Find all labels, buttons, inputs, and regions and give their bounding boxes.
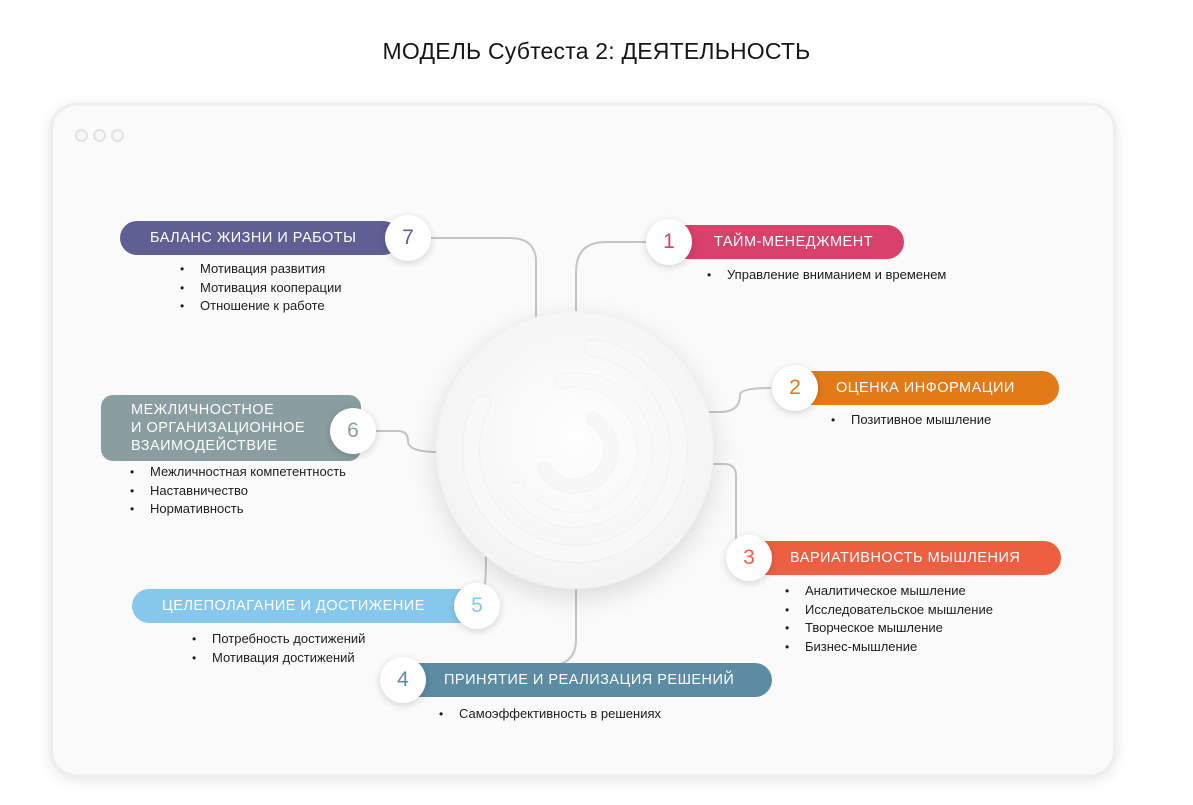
- list-item: Наставничество: [126, 482, 346, 501]
- block-time-management-list: Управление вниманием и временем: [703, 266, 946, 285]
- list-item: Отношение к работе: [176, 297, 341, 316]
- window-controls: [75, 129, 124, 142]
- block-number-badge: 1: [646, 219, 692, 265]
- block-number: 6: [347, 419, 359, 442]
- block-decisions-list: Самоэффективность в решениях: [435, 705, 661, 724]
- block-goal-setting-label: ЦЕЛЕПОЛАГАНИЕ И ДОСТИЖЕНИЕ: [132, 589, 480, 623]
- list-item: Нормативность: [126, 500, 346, 519]
- window-dot-icon: [93, 129, 106, 142]
- block-number-badge: 4: [380, 657, 426, 703]
- block-number: 7: [402, 226, 414, 249]
- block-label-text: ВАРИАТИВНОСТЬ МЫШЛЕНИЯ: [790, 550, 1021, 566]
- block-label-text: БАЛАНС ЖИЗНИ И РАБОТЫ: [150, 230, 357, 246]
- list-item: Позитивное мышление: [827, 411, 991, 430]
- label-line: МЕЖЛИЧНОСТНОЕ: [131, 402, 275, 418]
- list-item: Межличностная компетентность: [126, 463, 346, 482]
- list-item: Творческое мышление: [781, 619, 993, 638]
- block-decisions-label: ПРИНЯТИЕ И РЕАЛИЗАЦИЯ РЕШЕНИЙ: [402, 663, 772, 697]
- connector-line-7: [429, 237, 537, 319]
- window-dot-icon: [111, 129, 124, 142]
- block-label-text: ЦЕЛЕПОЛАГАНИЕ И ДОСТИЖЕНИЕ: [162, 598, 425, 614]
- window-dot-icon: [75, 129, 88, 142]
- block-number-badge: 6: [330, 408, 376, 454]
- block-variability-list: Аналитическое мышление Исследовательское…: [781, 582, 993, 656]
- block-number-badge: 7: [385, 215, 431, 261]
- label-line: И ОРГАНИЗАЦИОННОЕ: [131, 420, 306, 436]
- list-item: Мотивация достижений: [188, 649, 365, 668]
- central-logo: [436, 311, 714, 589]
- block-label-text: ТАЙМ-МЕНЕДЖМЕНТ: [714, 234, 874, 250]
- block-number-badge: 5: [454, 583, 500, 629]
- list-item: Мотивация кооперации: [176, 279, 341, 298]
- list-item: Аналитическое мышление: [781, 582, 993, 601]
- block-variability-label: ВАРИАТИВНОСТЬ МЫШЛЕНИЯ: [748, 541, 1061, 575]
- block-number: 4: [397, 668, 409, 691]
- block-number: 5: [471, 594, 483, 617]
- block-number: 1: [663, 230, 675, 253]
- page-title: МОДЕЛЬ Субтеста 2: ДЕЯТЕЛЬНОСТЬ: [382, 38, 811, 64]
- block-number-badge: 3: [726, 535, 772, 581]
- block-balance-label: БАЛАНС ЖИЗНИ И РАБОТЫ: [120, 221, 400, 255]
- spiral-logo-icon: [463, 338, 687, 562]
- block-label-text: ПРИНЯТИЕ И РЕАЛИЗАЦИЯ РЕШЕНИЙ: [444, 672, 735, 688]
- connector-line-6: [375, 430, 439, 453]
- block-number: 3: [743, 546, 755, 569]
- block-label-text: ОЦЕНКА ИНФОРМАЦИИ: [836, 380, 1015, 396]
- block-number: 2: [789, 376, 801, 399]
- list-item: Управление вниманием и временем: [703, 266, 946, 285]
- block-information-list: Позитивное мышление: [827, 411, 991, 430]
- block-information-label: ОЦЕНКА ИНФОРМАЦИИ: [796, 371, 1059, 405]
- block-balance-list: Мотивация развития Мотивация кооперации …: [176, 260, 341, 316]
- connector-line-2: [709, 387, 771, 413]
- list-item: Исследовательское мышление: [781, 601, 993, 620]
- connector-line-1: [575, 241, 667, 319]
- block-number-badge: 2: [772, 365, 818, 411]
- list-item: Бизнес-мышление: [781, 638, 993, 657]
- list-item: Самоэффективность в решениях: [435, 705, 661, 724]
- label-line: ВЗАИМОДЕЙСТВИЕ: [131, 438, 278, 454]
- central-circle: [436, 311, 714, 589]
- block-goal-setting-list: Потребность достижений Мотивация достиже…: [188, 630, 365, 667]
- block-interpersonal-label: МЕЖЛИЧНОСТНОЕ И ОРГАНИЗАЦИОННОЕ ВЗАИМОДЕ…: [101, 395, 361, 461]
- block-label-text: МЕЖЛИЧНОСТНОЕ И ОРГАНИЗАЦИОННОЕ ВЗАИМОДЕ…: [131, 401, 305, 455]
- list-item: Мотивация развития: [176, 260, 341, 279]
- block-interpersonal-list: Межличностная компетентность Наставничес…: [126, 463, 346, 519]
- block-time-management-label: ТАЙМ-МЕНЕДЖМЕНТ: [668, 225, 904, 259]
- list-item: Потребность достижений: [188, 630, 365, 649]
